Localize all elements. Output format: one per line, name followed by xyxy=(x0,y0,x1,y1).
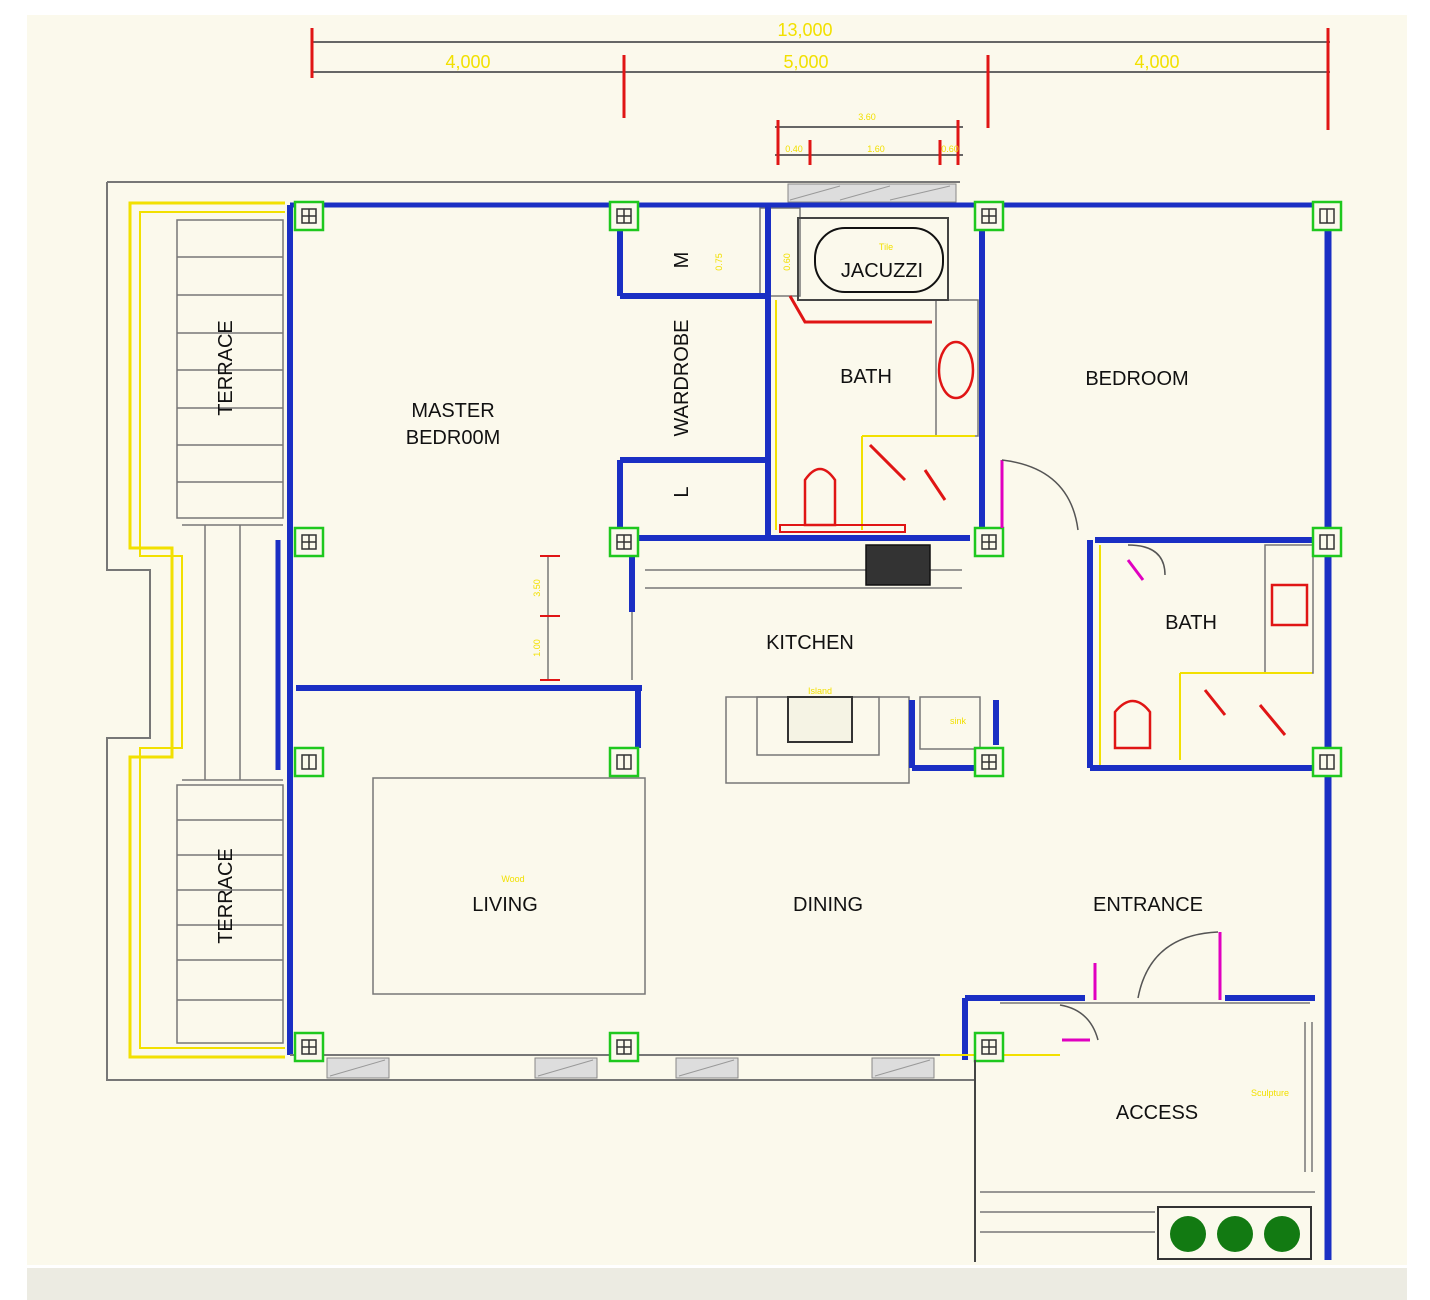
doors xyxy=(1000,460,1222,1042)
label-master-line1: MASTER xyxy=(411,400,494,422)
door-arcs xyxy=(1001,459,1219,1041)
terrace-steps xyxy=(176,219,284,1044)
dim-bath-top: 3.60 xyxy=(858,112,876,122)
note-sink: sink xyxy=(950,716,967,726)
dim-bath-m: 0.60 xyxy=(782,253,792,271)
label-terrace-lower: TERRACE xyxy=(215,848,237,944)
dimension-lines xyxy=(312,41,1330,156)
bottom-band xyxy=(27,1268,1407,1300)
label-bedroom: BEDROOM xyxy=(1085,368,1188,390)
bath-2-red-pipe xyxy=(1203,689,1287,736)
dim-bed-upper: 3.50 xyxy=(532,579,542,597)
bath-1-shower-door xyxy=(868,443,947,501)
terrace-boundary xyxy=(106,181,975,1081)
bath-2-toilet xyxy=(1113,699,1152,750)
label-wardrobe: WARDROBE xyxy=(671,319,693,436)
column-marks xyxy=(301,208,1335,1055)
note-tile: Tile xyxy=(879,242,893,252)
label-living: LIVING xyxy=(472,894,538,916)
jacuzzi-tub xyxy=(797,217,949,301)
dimension-ticks xyxy=(310,28,1330,165)
label-dining: DINING xyxy=(793,894,863,916)
label-jacuzzi: JACUZZI xyxy=(841,260,923,282)
label-bath-2: BATH xyxy=(1165,612,1217,634)
note-sculpture: Sculpture xyxy=(1251,1088,1289,1098)
bath-1-red-pipe xyxy=(788,295,932,324)
bath-2-basin xyxy=(1270,583,1309,627)
label-terrace-upper: TERRACE xyxy=(215,320,237,416)
dim-bath-right: 0.60 xyxy=(941,144,959,154)
label-master-line2: BEDR00M xyxy=(406,427,500,449)
label-wardrobe-l: L xyxy=(671,486,693,497)
label-bath-1: BATH xyxy=(840,366,892,388)
bath-1-toilet xyxy=(803,467,837,527)
dim-bath-mid: 1.60 xyxy=(867,144,885,154)
label-access: ACCESS xyxy=(1116,1102,1198,1124)
label-entrance: ENTRANCE xyxy=(1093,894,1203,916)
dim-seg-1: 4,000 xyxy=(445,52,490,72)
label-kitchen: KITCHEN xyxy=(766,632,854,654)
window-hatching xyxy=(329,185,951,1077)
bath-1-red-ledge xyxy=(779,524,906,533)
dim-bath-left: 0.40 xyxy=(785,144,803,154)
planter-shrubs xyxy=(1170,1216,1300,1252)
bath-1-basin xyxy=(937,340,975,400)
terrace-yellow-outline-inner xyxy=(139,211,285,1049)
dim-overall: 13,000 xyxy=(777,20,832,40)
walls xyxy=(275,202,1332,1260)
terrace-yellow-outline xyxy=(128,201,285,1059)
dim-bed-lower: 1.00 xyxy=(532,639,542,657)
dim-seg-2: 5,000 xyxy=(783,52,828,72)
island-cooktop xyxy=(787,696,853,743)
kitchen-sink xyxy=(865,544,931,586)
dim-wardrobe-m: 0.75 xyxy=(714,253,724,271)
columns xyxy=(293,200,1343,1063)
dim-seg-3: 4,000 xyxy=(1134,52,1179,72)
label-wardrobe-m: M xyxy=(671,252,693,269)
master-dimension-line xyxy=(540,555,560,681)
jacuzzi-basin xyxy=(814,227,944,293)
note-wood: Wood xyxy=(501,874,524,884)
note-island: Island xyxy=(808,686,832,696)
